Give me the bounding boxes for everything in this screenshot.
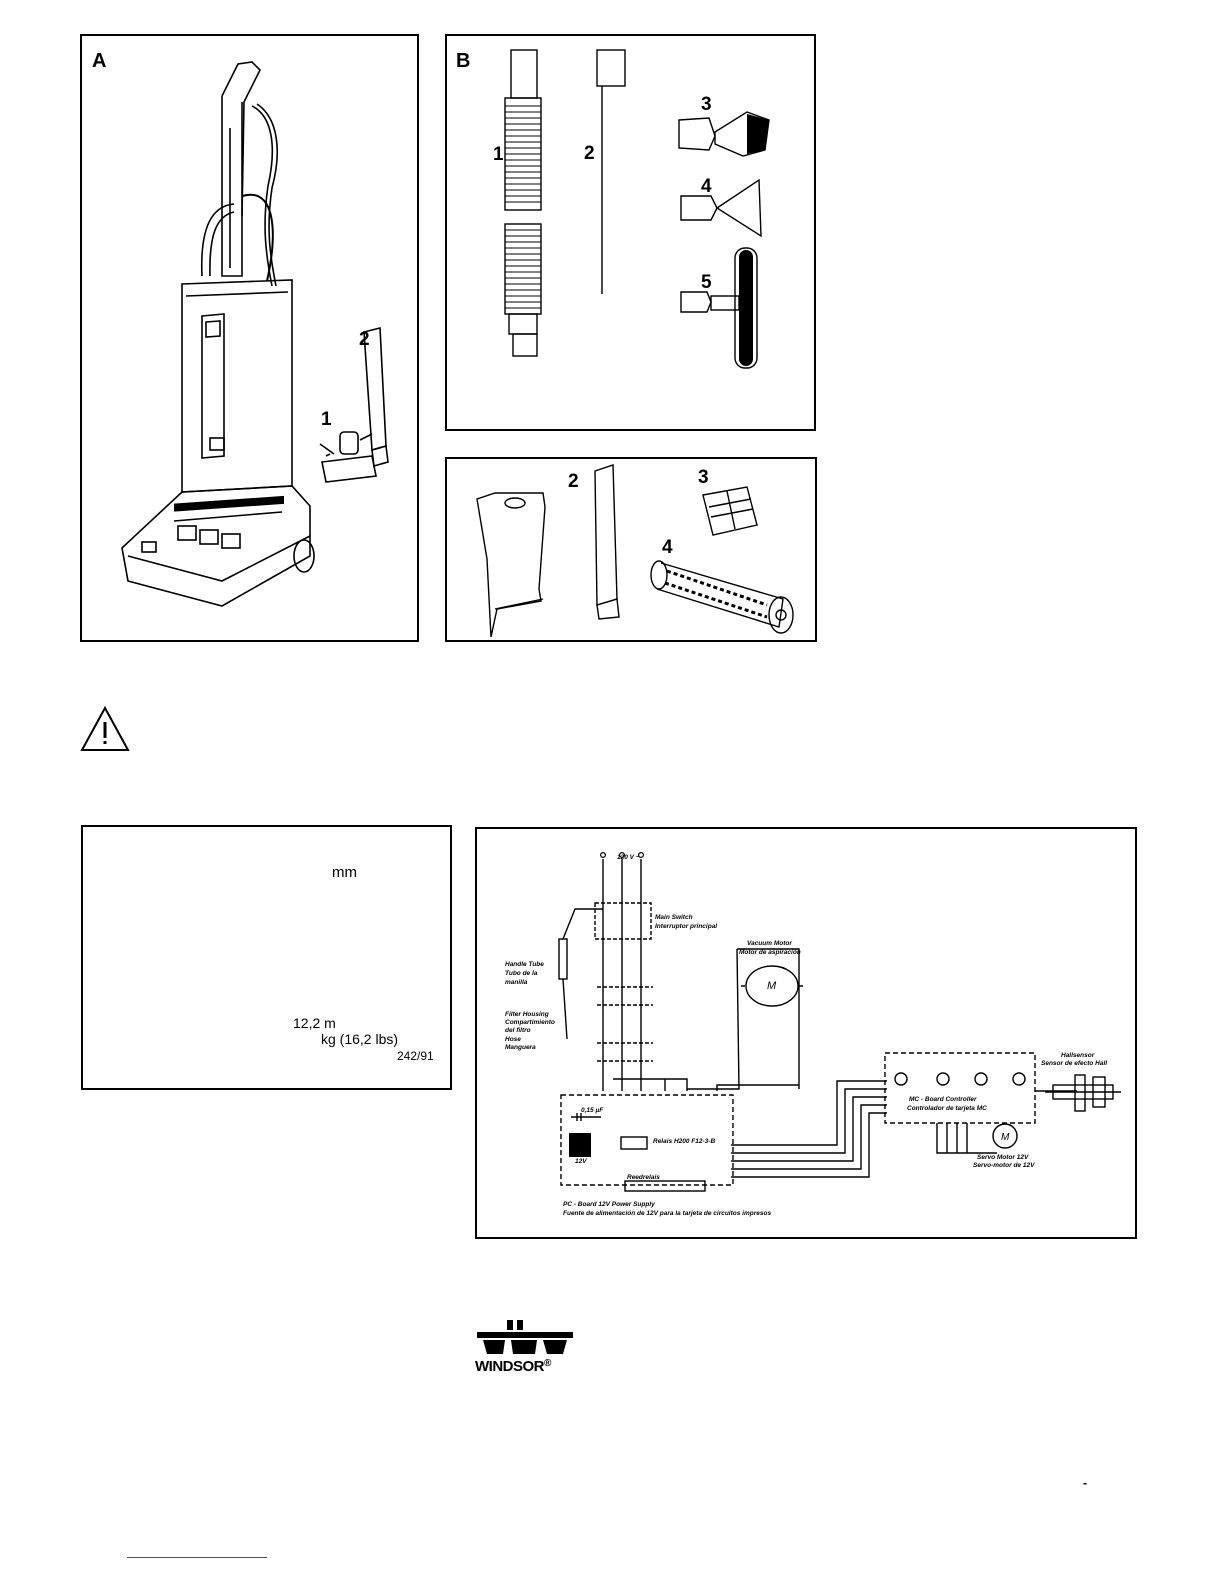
hose-label: Hose — [505, 1036, 521, 1043]
filter-housing-label-es-2: del filtro — [505, 1027, 531, 1034]
twelve-v-label: 12V — [575, 1158, 587, 1165]
panel-c: 2 3 4 — [445, 457, 817, 642]
panel-a-part-1: 1 — [321, 409, 332, 430]
spec-cord-length: 12,2 m — [293, 1015, 336, 1031]
windsor-logo: WINDSOR® — [475, 1318, 585, 1378]
handle-tube-label-es-1: Tubo de la — [505, 970, 538, 977]
servo-motor-label-es: Servo-motor de 12V — [973, 1162, 1035, 1169]
panel-c-part-2: 2 — [568, 471, 579, 492]
panel-a: A — [80, 34, 419, 642]
mc-board-label-es: Controlador de tarjeta MC — [907, 1105, 987, 1112]
brand-name: WINDSOR — [475, 1358, 545, 1375]
main-switch-label-es: Interruptor principal — [655, 923, 717, 930]
vacuum-motor-label: Vacuum Motor — [747, 940, 792, 947]
panel-a-label: A — [92, 50, 107, 72]
spec-unit-mm: mm — [332, 864, 357, 881]
vacuum-motor-symbol: M — [767, 980, 777, 992]
panel-b-label: B — [456, 50, 471, 72]
voltage-label: 120 V ~ — [617, 854, 640, 861]
capacitor-label: 0,15 µF — [581, 1107, 604, 1114]
attachments-illustration — [504, 49, 770, 369]
relay-label: Relais H200 F12-3-B — [653, 1138, 715, 1145]
panel-b: B 1 2 3 4 — [445, 34, 816, 431]
main-switch-label: Main Switch — [655, 914, 693, 921]
mc-board-label: MC - Board Controller — [909, 1096, 977, 1103]
panel-c-part-4: 4 — [662, 537, 673, 558]
reed-relay-label: Reedrelais — [627, 1174, 660, 1181]
upright-vacuum-illustration — [121, 61, 389, 607]
panel-b-part-3: 3 — [701, 94, 712, 115]
wiring-schematic: 120 V ~ Main Switch Interruptor principa… — [505, 852, 1121, 1217]
spec-weight: kg (16,2 lbs) — [321, 1031, 399, 1047]
panel-b-part-2: 2 — [584, 143, 595, 164]
replacement-parts-illustration — [476, 464, 794, 638]
handle-tube-label: Handle Tube — [505, 961, 544, 968]
hall-sensor-label-es: Sensor de efecto Hall — [1041, 1060, 1107, 1067]
windsor-logo-mark — [477, 1320, 573, 1354]
vacuum-motor-label-es: Motor de aspiración — [739, 949, 801, 956]
warning-icon — [80, 705, 130, 751]
servo-motor-label: Servo Motor 12V — [977, 1154, 1029, 1161]
filter-housing-label: Filter Housing — [505, 1011, 549, 1018]
panel-c-part-3: 3 — [698, 467, 709, 488]
spec-ref: 242/91 — [397, 1049, 434, 1063]
filter-housing-label-es-1: Compartimiento — [505, 1019, 555, 1026]
brand-registered: ® — [544, 1358, 551, 1369]
servo-motor-symbol: M — [1001, 1132, 1010, 1143]
footer-rule — [127, 1557, 267, 1558]
pc-board-label: PC - Board 12V Power Supply — [563, 1201, 655, 1208]
hall-sensor-label: Hallsensor — [1061, 1052, 1095, 1059]
panel-b-part-5: 5 — [701, 272, 712, 293]
handle-tube-label-es-2: manilla — [505, 979, 528, 986]
hose-label-es: Manguera — [505, 1044, 536, 1051]
footer-mark: - — [1083, 1476, 1087, 1490]
wiring-diagram: 120 V ~ Main Switch Interruptor principa… — [475, 827, 1137, 1239]
spec-box: mm 12,2 m kg (16,2 lbs) 242/91 — [81, 825, 452, 1090]
windsor-logo-text: WINDSOR® — [475, 1358, 551, 1375]
panel-a-part-2: 2 — [359, 329, 370, 350]
panel-b-part-4: 4 — [701, 176, 712, 197]
pc-board-label-es: Fuente de alimentación de 12V para la ta… — [563, 1210, 771, 1217]
panel-b-part-1: 1 — [493, 144, 504, 165]
